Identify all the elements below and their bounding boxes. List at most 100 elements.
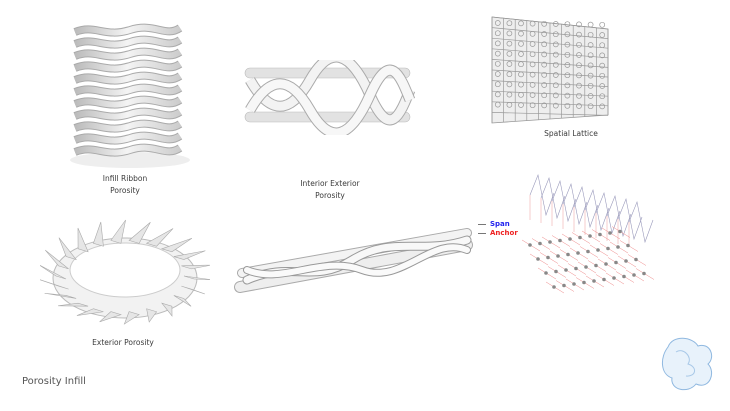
spike bbox=[40, 264, 67, 280]
lattice-node bbox=[506, 81, 513, 88]
anchor-node bbox=[592, 279, 596, 283]
lattice-node bbox=[564, 21, 571, 28]
legend-swatch bbox=[478, 233, 486, 234]
lattice-node bbox=[506, 101, 513, 108]
lattice-node bbox=[599, 103, 606, 110]
spatial-lattice-render bbox=[491, 16, 609, 124]
lattice-node bbox=[587, 82, 594, 89]
lattice-node bbox=[541, 20, 548, 27]
lattice-node bbox=[518, 20, 524, 27]
lattice-node bbox=[518, 51, 524, 57]
lattice-node bbox=[552, 21, 559, 27]
spike bbox=[110, 219, 126, 244]
tube-bundle-render bbox=[234, 228, 473, 293]
lattice-node bbox=[518, 40, 524, 47]
anchor-node bbox=[618, 229, 622, 234]
lattice-node bbox=[599, 32, 606, 38]
lattice-node bbox=[541, 61, 548, 68]
lattice-node bbox=[529, 61, 536, 68]
anchor-node bbox=[634, 257, 638, 262]
lattice-node bbox=[552, 92, 559, 99]
lattice-node bbox=[506, 91, 513, 98]
lattice-node bbox=[506, 30, 513, 37]
lattice-node bbox=[552, 31, 559, 38]
lattice-node bbox=[494, 101, 501, 108]
anchor-node bbox=[602, 277, 606, 282]
ribbon bbox=[73, 72, 182, 84]
lattice-strut bbox=[491, 90, 609, 97]
lattice-node bbox=[494, 50, 501, 57]
spike bbox=[58, 302, 89, 307]
lattice-node bbox=[552, 61, 559, 68]
lattice-node bbox=[518, 30, 524, 37]
span-anchor-diagram bbox=[521, 173, 655, 294]
lattice-node bbox=[587, 42, 594, 48]
anchor-node bbox=[588, 234, 592, 238]
lattice-node bbox=[587, 31, 594, 38]
ribbon bbox=[73, 48, 182, 60]
spike bbox=[173, 250, 206, 260]
spike bbox=[93, 221, 104, 247]
anchor-node bbox=[568, 237, 572, 241]
lattice-strut bbox=[491, 48, 609, 59]
spike bbox=[161, 302, 173, 317]
anchor-node bbox=[582, 280, 586, 285]
lattice-node bbox=[494, 60, 501, 67]
ribbon bbox=[73, 108, 182, 120]
anchor-node bbox=[558, 238, 562, 243]
lattice-node bbox=[552, 72, 559, 78]
lattice-node bbox=[541, 41, 548, 48]
spike bbox=[77, 227, 89, 253]
lattice-node bbox=[529, 20, 536, 27]
ribbon bbox=[73, 84, 182, 96]
caption-line: Exterior Porosity bbox=[92, 338, 154, 347]
lattice-node bbox=[587, 72, 594, 79]
anchor-node bbox=[584, 265, 588, 269]
spike bbox=[160, 237, 193, 253]
caption-line: Porosity bbox=[110, 186, 140, 195]
anchor-node bbox=[624, 259, 628, 263]
lattice-node bbox=[518, 81, 524, 88]
caption-line: Infill Ribbon bbox=[102, 174, 148, 183]
lattice-node bbox=[541, 82, 548, 88]
lattice-node bbox=[576, 103, 582, 109]
caption-line: Spatial Lattice bbox=[544, 129, 598, 138]
lattice-node bbox=[564, 62, 571, 68]
caption-exterior-porosity: Exterior Porosity bbox=[73, 337, 173, 349]
anchor-node bbox=[562, 283, 566, 288]
lattice-node bbox=[576, 62, 582, 69]
lattice-node bbox=[494, 40, 501, 47]
lattice-node bbox=[564, 102, 571, 109]
ribbon bbox=[73, 120, 182, 132]
lattice-node bbox=[552, 102, 559, 109]
lattice-node bbox=[587, 62, 594, 69]
anchor-node bbox=[608, 231, 612, 235]
lattice-node bbox=[587, 103, 594, 110]
spike bbox=[76, 308, 104, 316]
lattice-node bbox=[518, 71, 524, 78]
slide-title: Porosity Infill bbox=[22, 376, 86, 387]
lattice-node bbox=[552, 51, 559, 58]
lattice-node bbox=[494, 91, 501, 98]
lattice-node bbox=[529, 81, 536, 88]
spike bbox=[173, 295, 192, 307]
lattice-node bbox=[564, 92, 571, 99]
lattice-node bbox=[576, 31, 582, 38]
anchor-node bbox=[622, 274, 626, 279]
lattice-node bbox=[587, 93, 594, 99]
lattice-node bbox=[564, 31, 571, 38]
spike bbox=[99, 311, 122, 323]
legend-item-anchor: Anchor bbox=[478, 229, 518, 238]
anchor-node bbox=[566, 252, 570, 257]
lattice-node bbox=[529, 102, 536, 109]
lattice-strut bbox=[491, 80, 609, 87]
lattice-node bbox=[506, 20, 513, 27]
caption-line: Porosity bbox=[315, 191, 345, 200]
anchor-node bbox=[596, 248, 600, 252]
anchor-node bbox=[544, 271, 548, 275]
lattice-node bbox=[599, 83, 606, 89]
anchor-node bbox=[578, 235, 582, 240]
lattice-strut bbox=[491, 59, 609, 68]
legend-label: Anchor bbox=[490, 229, 518, 237]
